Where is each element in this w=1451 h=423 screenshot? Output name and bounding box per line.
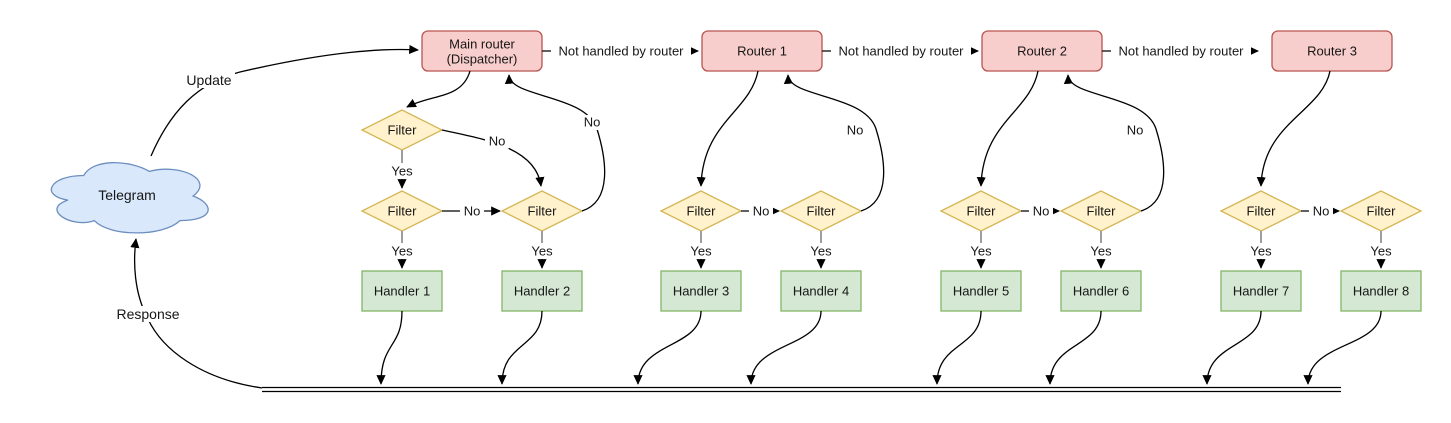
label-bg xyxy=(1309,203,1333,219)
label-bg xyxy=(967,243,995,259)
handler-to-bus-edge xyxy=(633,310,702,385)
label-bg xyxy=(843,123,867,138)
label-bg xyxy=(687,243,715,259)
router-1-label: Router 1 xyxy=(737,44,787,59)
label-bg xyxy=(1029,203,1053,219)
return-no-edge xyxy=(783,74,885,212)
filter-label: Filter xyxy=(1087,204,1117,219)
label-bg xyxy=(1367,243,1395,259)
handler-7-label: Handler 7 xyxy=(1233,284,1289,299)
return-no-edge xyxy=(504,74,606,212)
handler-7-node xyxy=(1220,270,1302,312)
yes-label: Yes xyxy=(690,244,712,259)
update-edge xyxy=(150,44,419,157)
label-bg xyxy=(114,306,182,322)
yes-label: Yes xyxy=(391,244,413,259)
handler-4-label: Handler 4 xyxy=(793,284,849,299)
filter-label: Filter xyxy=(388,204,418,219)
handler-to-bus-edge xyxy=(497,310,543,385)
handler-to-bus-edge xyxy=(1303,310,1382,385)
no-label: No xyxy=(584,115,601,130)
handler-to-bus-edge xyxy=(746,310,822,385)
filter-label: Filter xyxy=(1247,204,1277,219)
update-label: Update xyxy=(186,72,231,88)
router-entry-edge xyxy=(976,70,1039,187)
handler-to-bus-edge xyxy=(1045,310,1102,385)
handler-to-bus-edge xyxy=(1202,310,1262,385)
no-label: No xyxy=(847,123,864,138)
label-bg xyxy=(528,243,556,259)
handler-to-bus-edge xyxy=(376,310,403,385)
no-label: No xyxy=(753,204,770,219)
return-no-edge xyxy=(1063,74,1165,212)
filter-label: Filter xyxy=(528,204,558,219)
label-bg xyxy=(1111,43,1251,59)
telegram-cloud xyxy=(50,161,209,234)
filter-label: Filter xyxy=(388,123,418,138)
handler-2-node xyxy=(501,270,583,312)
filter-label: Filter xyxy=(1367,204,1397,219)
handler-2-label: Handler 2 xyxy=(514,284,570,299)
filter-label: Filter xyxy=(967,204,997,219)
yes-label: Yes xyxy=(970,244,992,259)
label-bg xyxy=(1247,243,1275,259)
filter-label: Filter xyxy=(687,204,717,219)
label-bg xyxy=(580,115,604,130)
yes-label: Yes xyxy=(531,244,553,259)
main-router-label-line2: (Dispatcher) xyxy=(447,52,518,67)
label-bg xyxy=(485,133,509,149)
label-bg xyxy=(1087,243,1115,259)
router3-filter-right xyxy=(1339,190,1423,232)
handler-8-node xyxy=(1340,270,1422,312)
handler-6-node xyxy=(1060,270,1142,312)
no-label: No xyxy=(489,134,506,149)
handler-3-label: Handler 3 xyxy=(673,284,729,299)
label-bg xyxy=(388,163,416,179)
not-handled-label: Not handled by router xyxy=(1118,44,1244,59)
response-edge xyxy=(130,238,263,389)
response-label: Response xyxy=(116,306,179,322)
handler-8-label: Handler 8 xyxy=(1353,284,1409,299)
label-bg xyxy=(183,72,235,88)
label-bg xyxy=(388,243,416,259)
router-3-label: Router 3 xyxy=(1307,44,1357,59)
not-handled-label: Not handled by router xyxy=(558,44,684,59)
handler-1-label: Handler 1 xyxy=(374,284,430,299)
not-handled-label: Not handled by router xyxy=(838,44,964,59)
yes-label: Yes xyxy=(391,164,413,179)
no-label: No xyxy=(1313,204,1330,219)
main-router-label-line1: Main router xyxy=(449,37,515,52)
router-entry-edge xyxy=(696,70,759,187)
handler-5-label: Handler 5 xyxy=(953,284,1009,299)
yes-label: Yes xyxy=(1090,244,1112,259)
yes-label: Yes xyxy=(810,244,832,259)
handler-1-node xyxy=(361,270,443,312)
label-bg xyxy=(551,43,691,59)
yes-label: Yes xyxy=(1370,244,1392,259)
label-bg xyxy=(460,203,484,219)
label-bg xyxy=(831,43,971,59)
handler-3-node xyxy=(660,270,742,312)
telegram-cloud-label: Telegram xyxy=(98,187,156,203)
no-label: No xyxy=(1033,204,1050,219)
router-3-node xyxy=(1271,30,1393,72)
handler-6-label: Handler 6 xyxy=(1073,284,1129,299)
label-bg xyxy=(807,243,835,259)
router-entry-edge xyxy=(406,70,471,108)
no-label: No xyxy=(1127,123,1144,138)
router-entry-edge xyxy=(1256,70,1331,187)
handler-to-bus-edge xyxy=(932,310,982,385)
handler-5-node xyxy=(940,270,1022,312)
handler-4-node xyxy=(780,270,862,312)
yes-label: Yes xyxy=(1250,244,1272,259)
router-2-label: Router 2 xyxy=(1017,44,1067,59)
label-bg xyxy=(1123,123,1147,138)
label-bg xyxy=(749,203,773,219)
no-label: No xyxy=(464,204,481,219)
filter-label: Filter xyxy=(807,204,837,219)
